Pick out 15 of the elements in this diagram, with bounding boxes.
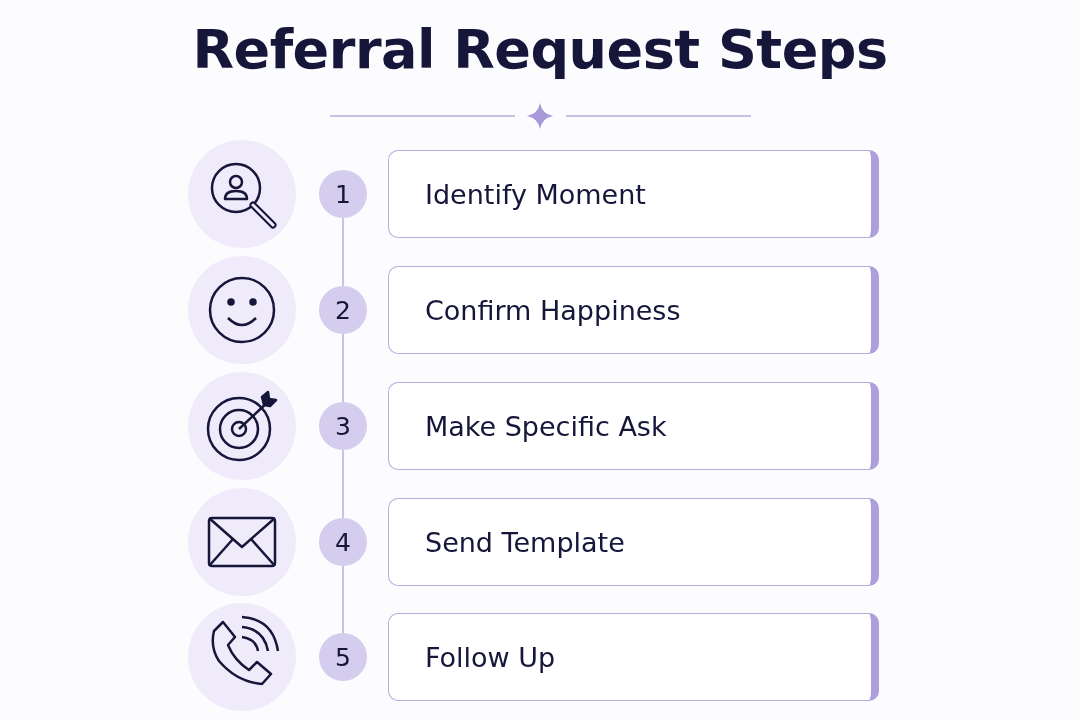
step-card: Make Specific Ask [388, 382, 879, 470]
connector-line [342, 565, 344, 634]
step-number: 5 [319, 633, 367, 681]
step-card: Identify Moment [388, 150, 879, 238]
step-number: 1 [319, 170, 367, 218]
connector-line [342, 449, 344, 519]
step-card: Send Template [388, 498, 879, 586]
step-number: 3 [319, 402, 367, 450]
step-number: 4 [319, 518, 367, 566]
title: Referral Request Steps [192, 18, 888, 81]
step-number: 2 [319, 286, 367, 334]
connector-line [342, 333, 344, 403]
step-card: Confirm Happiness [388, 266, 879, 354]
step-card: Follow Up [388, 613, 879, 701]
connector-line [342, 217, 344, 287]
